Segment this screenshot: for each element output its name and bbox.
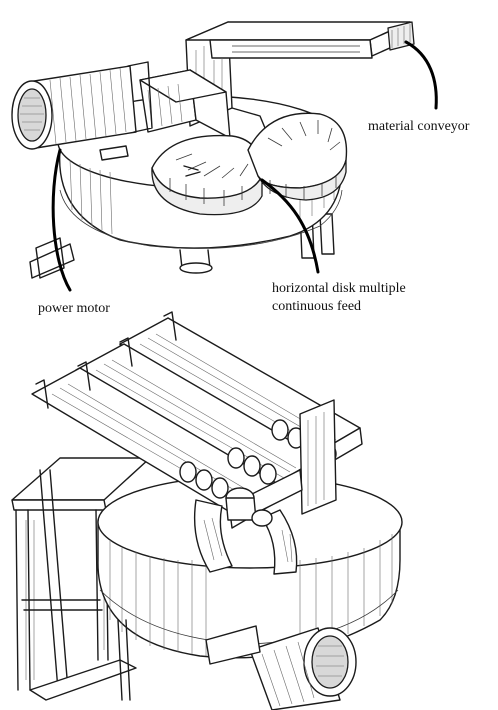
leader-power-motor xyxy=(51,148,72,292)
leader-material-conveyor xyxy=(404,40,438,110)
power-motor xyxy=(11,61,153,161)
horizontal-disk xyxy=(151,112,348,216)
label-horizontal-disk-line2: continuous feed xyxy=(272,299,361,314)
label-material-conveyor: material conveyor xyxy=(368,119,470,134)
top-machine-figure xyxy=(11,21,438,292)
support-frame xyxy=(11,457,151,691)
label-power-motor: power motor xyxy=(38,301,110,316)
central-hub xyxy=(193,487,298,575)
leader-horizontal-disk xyxy=(260,178,320,274)
label-horizontal-disk-line1: horizontal disk multiple xyxy=(272,281,406,296)
motor-mount-box xyxy=(139,69,231,139)
bottom-machine-figure xyxy=(11,311,403,710)
ground-rail xyxy=(29,659,137,701)
drive-motor xyxy=(205,625,357,710)
